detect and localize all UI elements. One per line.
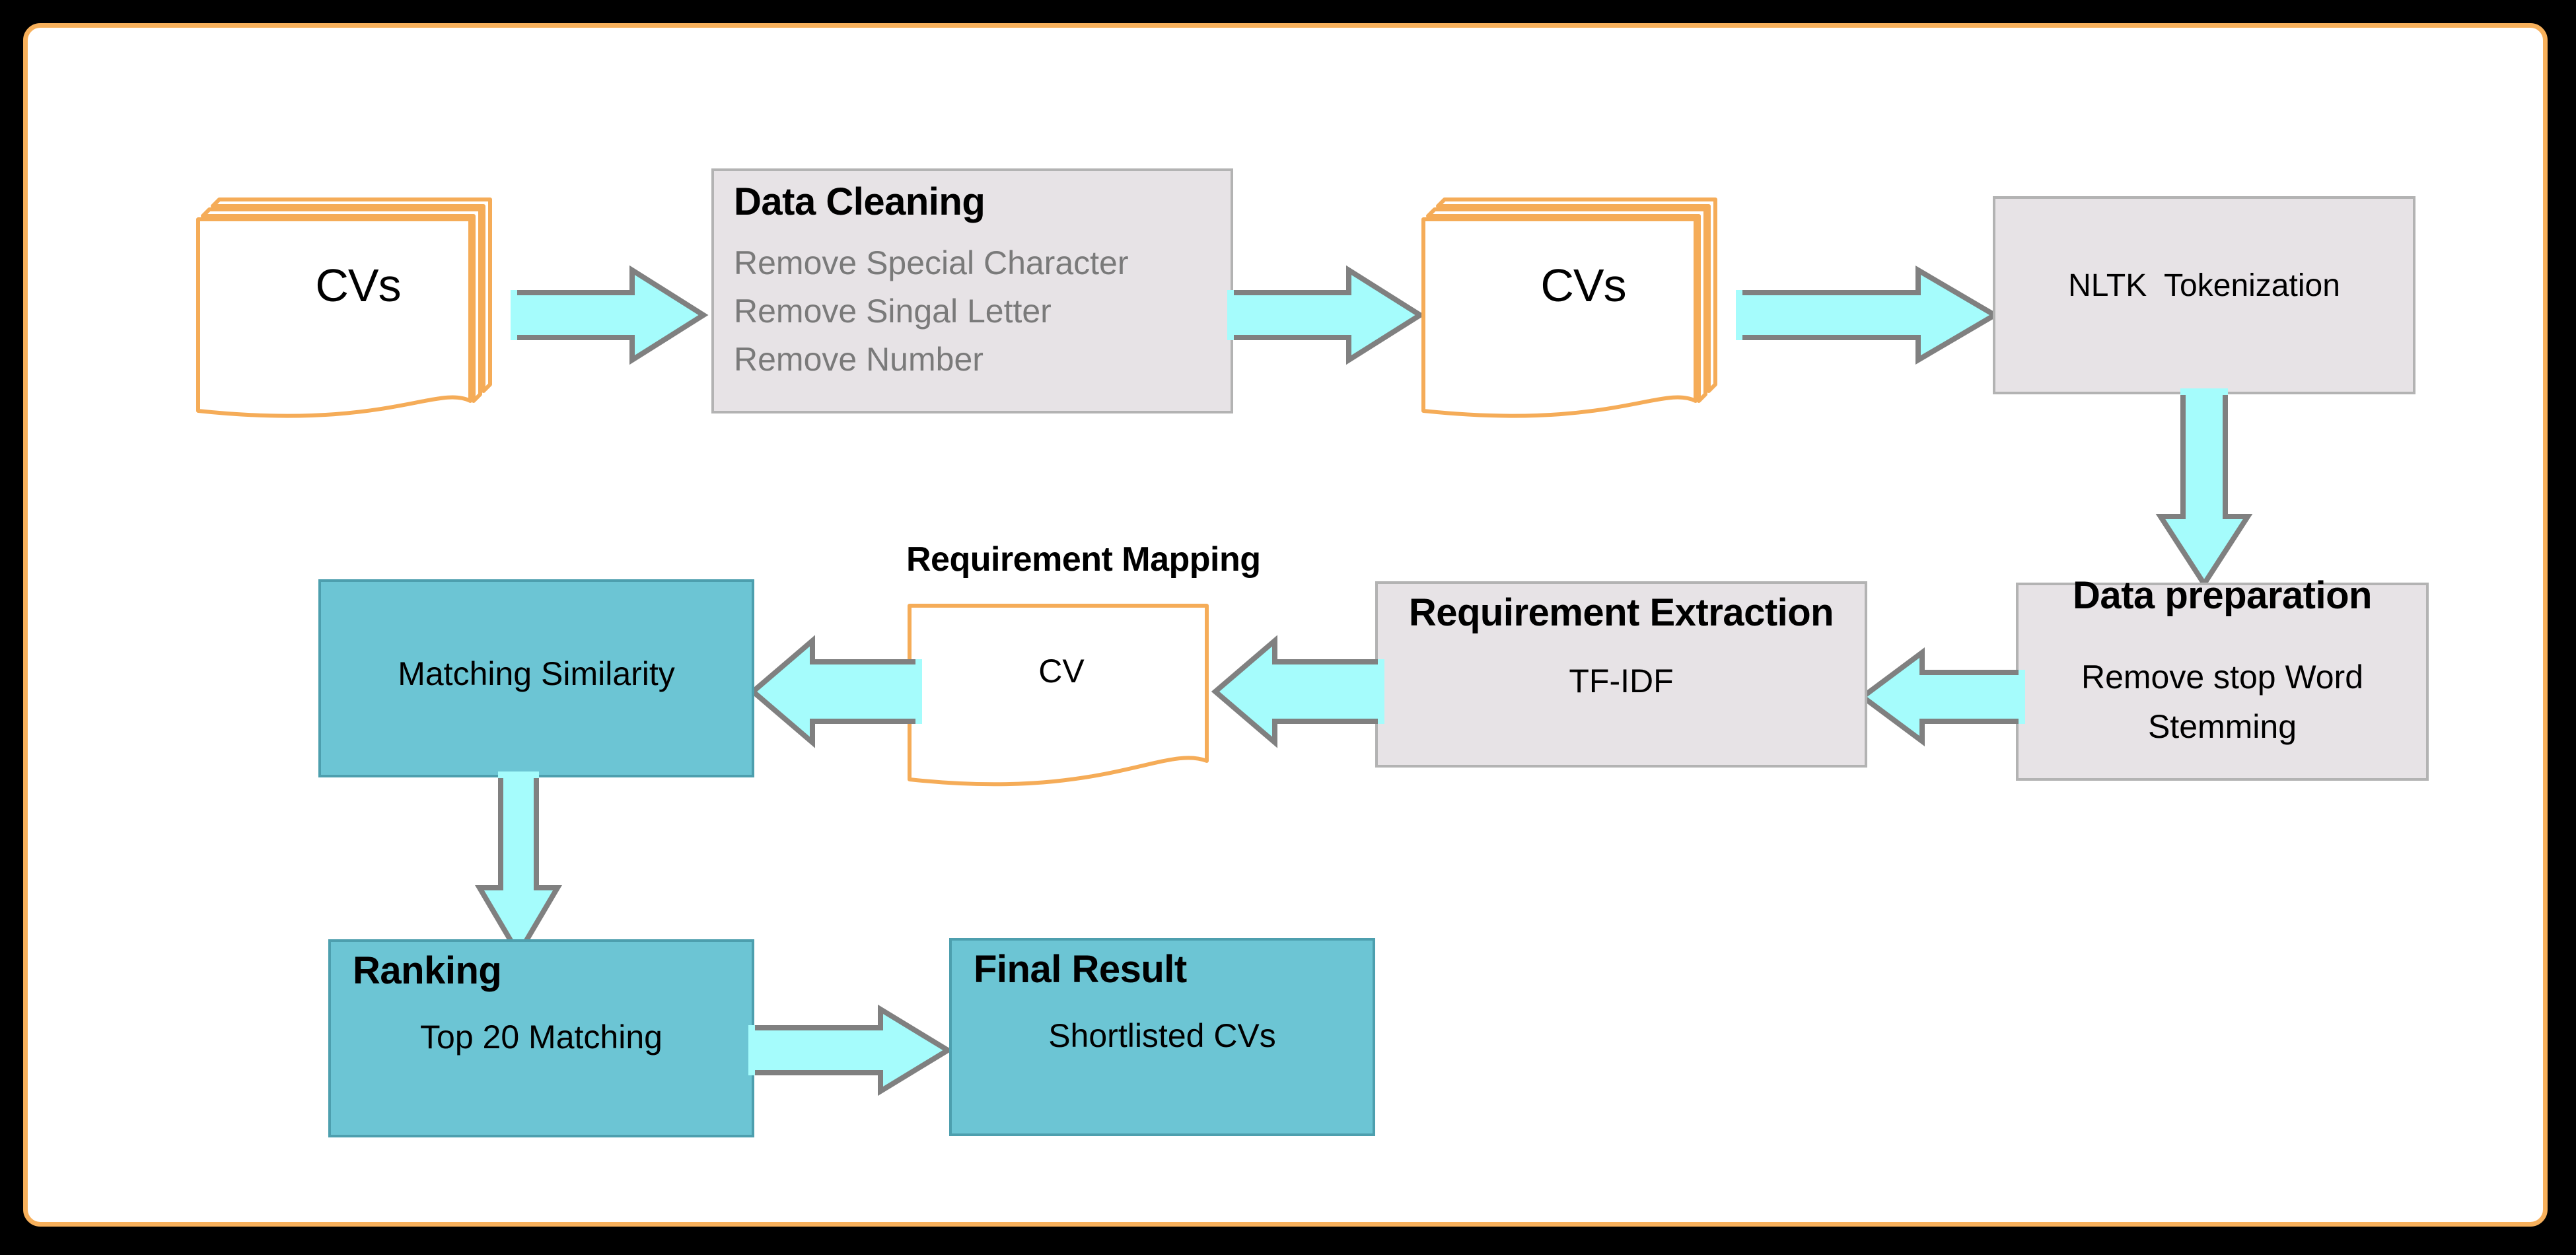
document-page-mid (1426, 207, 1707, 403)
node-data-preparation: Data preparation Remove stop Word Stemmi… (2016, 574, 2429, 781)
document-page (908, 604, 1209, 787)
node-nltk-tokenization-title: NLTK Tokenization (2068, 268, 2340, 303)
arrow-cvs-cleaned-to-nltk (1736, 266, 2000, 365)
node-ranking: Ranking Top 20 Matching (328, 939, 754, 1137)
arrow-requirement-extraction-to-requirement-mapping (1211, 635, 1384, 748)
arrow-nltk-to-data-preparation (2155, 388, 2253, 589)
node-data-cleaning-title: Data Cleaning (734, 180, 985, 223)
document-page-back (211, 197, 492, 393)
node-ranking-title: Ranking (353, 949, 502, 992)
node-final-result-title: Final Result (974, 948, 1187, 991)
document-page-mid (201, 207, 482, 403)
node-matching-similarity-title: Matching Similarity (398, 655, 675, 692)
node-cvs-input: CVs (186, 166, 530, 424)
node-data-cleaning-item-1: Remove Singal Letter (734, 293, 1052, 330)
document-page-back (1436, 197, 1717, 393)
node-requirement-extraction-subtitle: TF-IDF (1569, 663, 1674, 699)
node-data-cleaning-item-0: Remove Special Character (734, 244, 1129, 281)
node-cvs-cleaned-label: CVs (1540, 260, 1626, 311)
node-matching-similarity: Matching Similarity (318, 579, 754, 777)
node-data-preparation-title: Data preparation (2073, 574, 2372, 617)
node-cvs-input-label: CVs (315, 260, 401, 311)
arrow-ranking-to-final-result (748, 1004, 953, 1096)
node-requirement-mapping-caption: Requirement Mapping (906, 540, 1261, 579)
node-requirement-mapping: CV (906, 602, 1217, 794)
node-data-preparation-item-1: Stemming (2147, 708, 2297, 745)
node-nltk-tokenization: NLTK Tokenization (1993, 196, 2415, 394)
node-data-preparation-item-0: Remove stop Word (2081, 659, 2364, 696)
diagram-canvas: CVs Data Cleaning Remove Special Charact… (23, 23, 2548, 1227)
node-cvs-cleaned: CVs (1412, 166, 1755, 424)
document-page-front (1421, 217, 1698, 418)
node-final-result-subtitle: Shortlisted CVs (1048, 1017, 1276, 1054)
arrow-requirement-mapping-to-matching-similarity (748, 635, 922, 748)
node-requirement-mapping-label: CV (1038, 653, 1085, 690)
arrow-cvs-input-to-data-cleaning (511, 265, 709, 365)
arrow-matching-similarity-to-ranking (474, 771, 563, 959)
arrow-data-cleaning-to-cvs-cleaned (1227, 265, 1425, 365)
node-requirement-extraction-title: Requirement Extraction (1408, 591, 1834, 634)
node-ranking-subtitle: Top 20 Matching (420, 1019, 662, 1056)
node-final-result: Final Result Shortlisted CVs (949, 938, 1375, 1136)
node-data-cleaning: Data Cleaning Remove Special Character R… (711, 168, 1233, 413)
document-page-front (196, 217, 472, 418)
arrow-data-preparation-to-requirement-extraction (1858, 647, 2025, 746)
node-requirement-extraction: Requirement Extraction TF-IDF (1375, 581, 1867, 768)
node-data-cleaning-item-2: Remove Number (734, 341, 984, 378)
